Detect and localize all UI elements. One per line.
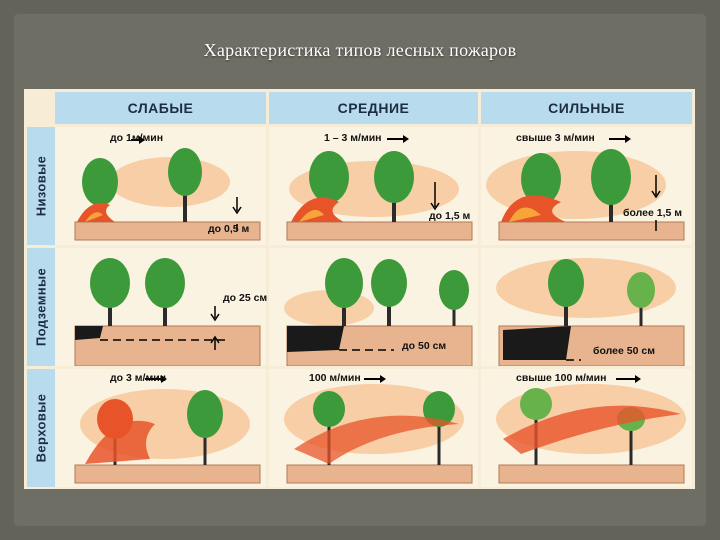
flame-height-label: более 1,5 м (623, 207, 682, 219)
cell-crown-weak: до 3 м/мин (55, 369, 266, 487)
fire-types-table: СЛАБЫЕ СРЕДНИЕ СИЛЬНЫЕ Низовые Подземные… (24, 89, 695, 489)
cell-crown-strong: свыше 100 м/мин (481, 369, 692, 487)
spread-speed-label: до 1м/мин (110, 132, 163, 144)
column-header-medium: СРЕДНИЕ (269, 92, 478, 124)
spread-speed-label: до 3 м/мин (110, 372, 166, 384)
spread-speed-label: 1 – 3 м/мин (324, 132, 382, 144)
cell-ground-weak: до 1м/мин до 0,5 м (55, 127, 266, 245)
burn-depth-label: более 50 см (593, 345, 655, 357)
spread-speed-label: 100 м/мин (309, 372, 361, 384)
cell-ground-medium: 1 – 3 м/мин до 1,5 м (269, 127, 478, 245)
cell-ground-strong: свыше 3 м/мин более 1,5 м (481, 127, 692, 245)
slide-title: Характеристика типов лесных пожаров (0, 40, 720, 61)
burn-depth-label: до 25 см (223, 292, 267, 304)
cell-underground-strong: более 50 см (481, 248, 692, 366)
cell-underground-weak: до 25 см (55, 248, 266, 366)
flame-height-label: до 0,5 м (208, 223, 249, 235)
flame-height-label: до 1,5 м (429, 210, 470, 222)
column-header-strong: СИЛЬНЫЕ (481, 92, 692, 124)
cell-underground-medium: до 50 см (269, 248, 478, 366)
column-header-weak: СЛАБЫЕ (55, 92, 266, 124)
row-header-ground-fire: Низовые (27, 127, 55, 245)
cell-crown-medium: 100 м/мин (269, 369, 478, 487)
spread-speed-label: свыше 100 м/мин (516, 372, 606, 384)
burn-depth-label: до 50 см (402, 340, 446, 352)
row-header-crown-fire: Верховые (27, 369, 55, 487)
row-header-underground-fire: Подземные (27, 248, 55, 366)
spread-speed-label: свыше 3 м/мин (516, 132, 595, 144)
